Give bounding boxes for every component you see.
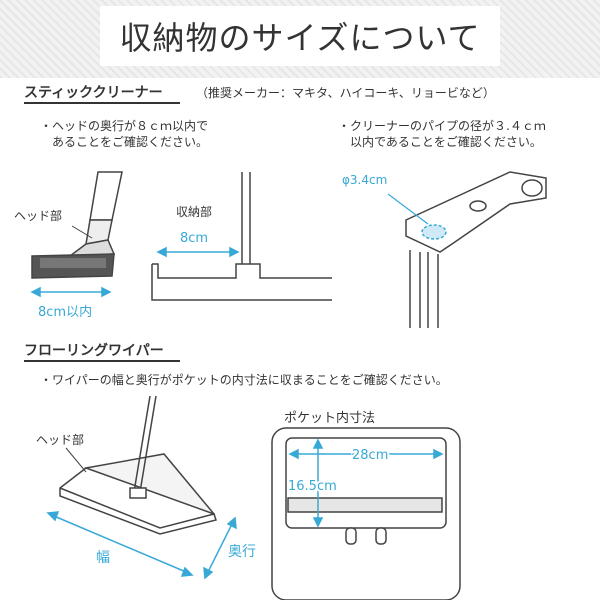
pipe-hole xyxy=(421,224,447,240)
wiper-depth-label: 奥行 xyxy=(228,543,256,560)
storage-label: 収納部 xyxy=(176,204,212,219)
wiper-width-arrow xyxy=(46,511,194,577)
page-title: 収納物のサイズについて xyxy=(119,19,481,57)
stick-cleaner-illustration: ヘッド部 8cm以内 収納部 8cm φ3.4cm xyxy=(14,171,547,328)
storage-illustration xyxy=(151,172,332,301)
pocket-height-arrow xyxy=(312,438,324,528)
pipe-holder-illustration xyxy=(405,171,547,328)
wiper-illustration xyxy=(59,396,217,535)
stick-cleaner-heading: スティッククリーナー xyxy=(24,85,163,101)
cleaner-head-illustration xyxy=(31,171,123,279)
note-pipe-diameter: ・クリーナーのパイプの径が３.４ｃｍ 以内であることをご確認ください。 xyxy=(338,119,546,150)
pipe-diameter-label: φ3.4cm xyxy=(342,173,387,187)
head-label-stick: ヘッド部 xyxy=(14,208,62,223)
head-width-arrow xyxy=(30,286,112,298)
flooring-wiper-heading: フローリングワイパー xyxy=(24,343,164,359)
pocket-label: ポケット内寸法 xyxy=(284,410,375,426)
recommended-makers: （推奨メーカー：マキタ、ハイコーキ、リョービなど） xyxy=(196,86,495,100)
note-wiper-size: ・ワイパーの幅と奥行がポケットの内寸法に収まることをご確認ください。 xyxy=(40,373,448,387)
wiper-head-label: ヘッド部 xyxy=(36,432,84,447)
stick-heading-underline xyxy=(24,102,180,104)
title-box: 収納物のサイズについて xyxy=(100,6,500,66)
storage-width-label: 8cm xyxy=(180,231,208,246)
wiper-width-label: 幅 xyxy=(96,550,110,566)
pocket-height-label: 16.5cm xyxy=(288,479,337,494)
flooring-wiper-illustration: ヘッド部 幅 奥行 ポケット内寸法 28cm 16.5cm xyxy=(36,396,461,600)
storage-width-arrow xyxy=(156,246,240,258)
note-head-depth: ・ヘッドの奥行が８ｃｍ以内で あることをご確認ください。 xyxy=(40,119,209,150)
pocket-illustration xyxy=(271,427,461,600)
pocket-width-label: 28cm xyxy=(352,448,388,463)
wiper-depth-arrow xyxy=(203,516,237,580)
wiper-heading-underline xyxy=(24,360,180,362)
head-width-label: 8cm以内 xyxy=(38,304,92,320)
